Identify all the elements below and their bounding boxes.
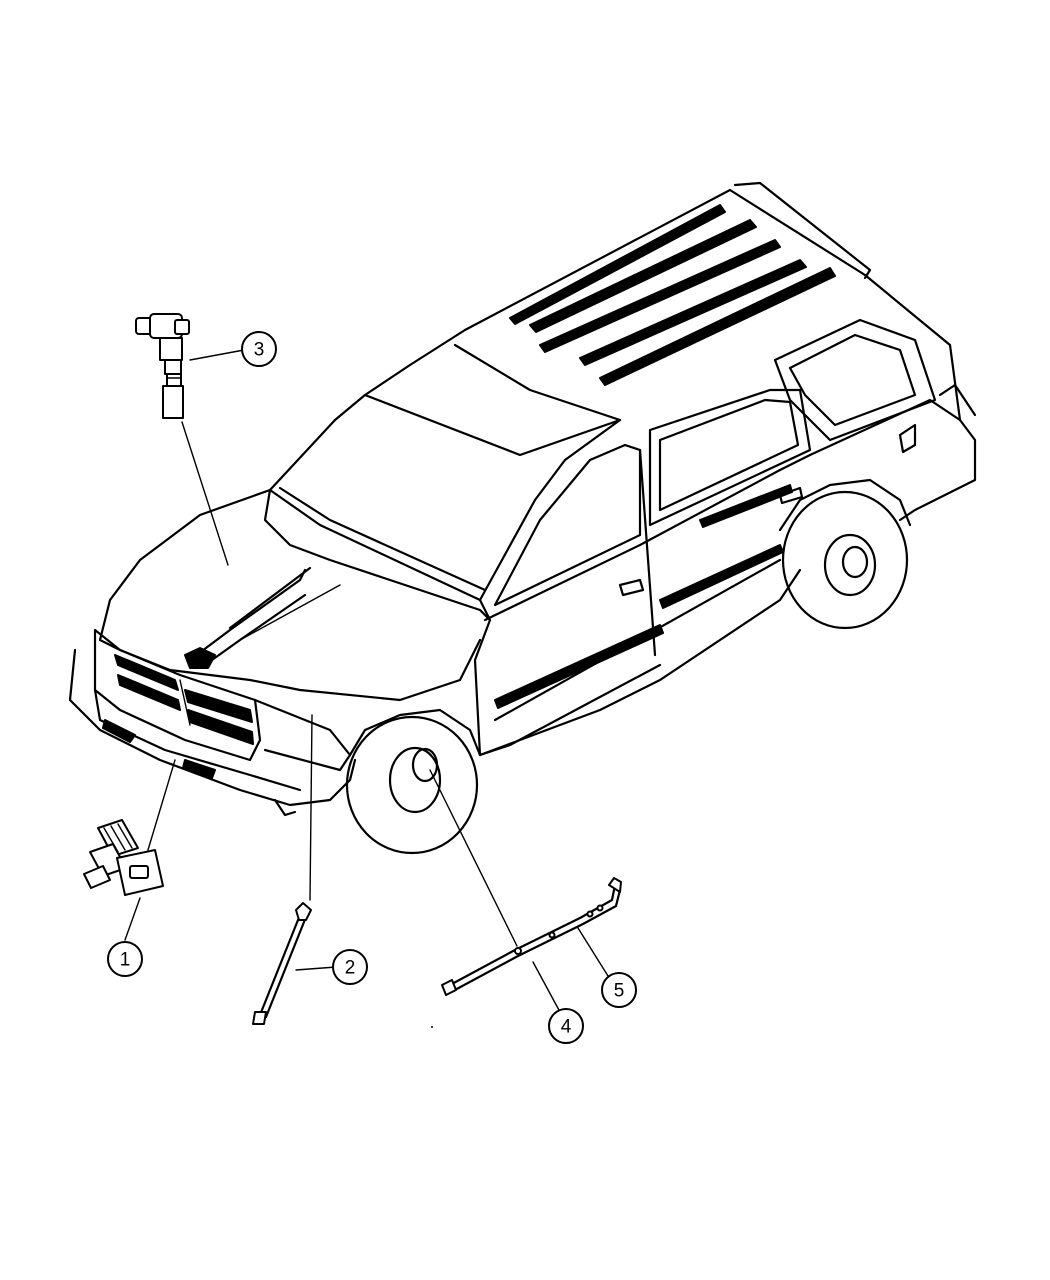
callout-2: 2 <box>332 949 368 985</box>
leader-line-3 <box>189 349 245 361</box>
part-3-sensor <box>135 313 190 419</box>
callout-3: 3 <box>241 331 277 367</box>
callout-3-label: 3 <box>254 340 265 361</box>
leader-line-1-to-vehicle <box>147 759 176 851</box>
callout-1: 1 <box>107 941 143 977</box>
stray-mark <box>431 1026 433 1028</box>
callout-4: 4 <box>548 1008 584 1044</box>
callout-2-label: 2 <box>345 958 356 979</box>
front-wheel <box>345 715 479 855</box>
callout-4-label: 4 <box>561 1017 572 1038</box>
part-2-wire-harness <box>252 902 312 1025</box>
part-4-5-sensor-cable <box>441 877 622 996</box>
vehicle-illustration <box>68 181 977 855</box>
roof-rails <box>509 204 836 386</box>
callout-5-label: 5 <box>614 981 625 1002</box>
leader-line-5 <box>577 927 609 977</box>
leader-line-1 <box>124 897 141 941</box>
callout-1-label: 1 <box>120 950 131 971</box>
part-1-module <box>83 819 164 896</box>
leader-line-2-to-vehicle <box>309 714 313 901</box>
grille <box>93 628 262 762</box>
leader-line-2 <box>295 966 337 971</box>
leader-line-4-to-wheel <box>429 769 518 947</box>
leader-line-4 <box>532 961 561 1013</box>
callout-5: 5 <box>601 972 637 1008</box>
leader-line-3-to-vehicle <box>181 421 229 566</box>
rear-wheel <box>778 478 912 630</box>
